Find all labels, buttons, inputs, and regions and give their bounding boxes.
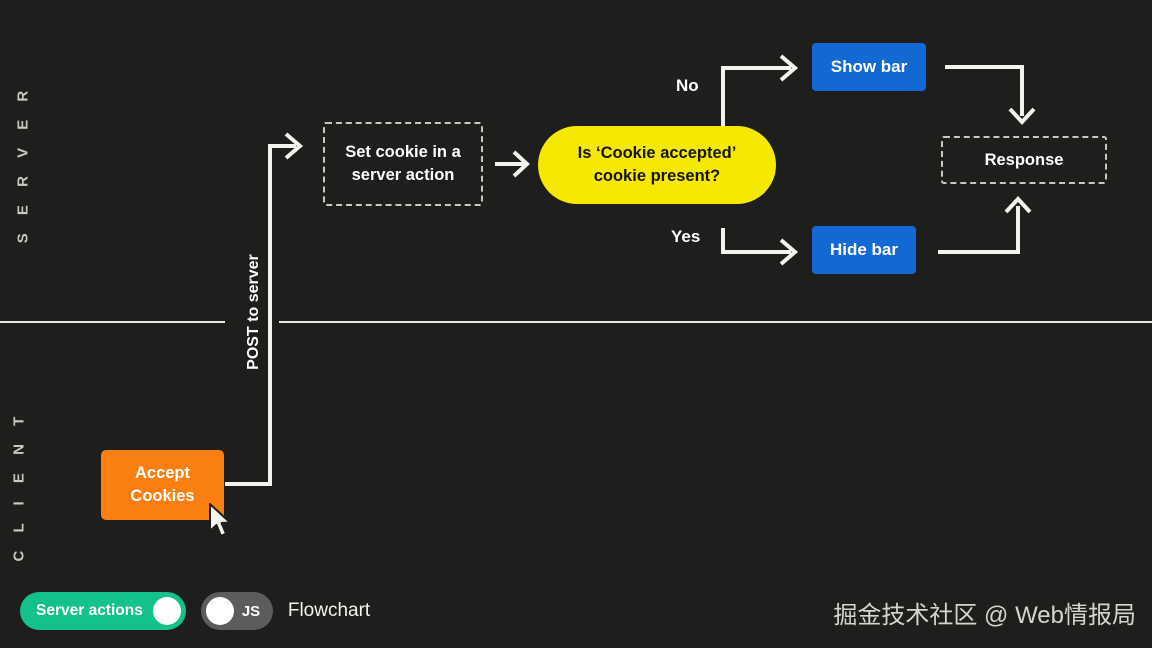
bottom-toolbar: Server actions JS Flowchart [20, 592, 370, 630]
toggle-js-label: JS [241, 602, 261, 620]
arrowhead-to-hide-bar [779, 238, 799, 266]
node-set-cookie-in-server-action: Set cookie in a server action [323, 122, 483, 206]
node-set-cookie-line2: server action [351, 166, 455, 184]
flowchart-caption: Flowchart [287, 600, 371, 621]
node-decision-line2: cookie present? [593, 167, 721, 185]
node-hide-bar-label: Hide bar [829, 240, 899, 259]
edge-label-yes: Yes [671, 227, 701, 246]
edge-label-post-to-server: POST to server [245, 254, 262, 370]
node-accept-cookies-line1: Accept [134, 464, 191, 483]
node-show-bar: Show bar [812, 43, 926, 91]
lane-label-server: S E R V E R [14, 83, 32, 244]
toggle-server-actions[interactable]: Server actions [20, 592, 186, 630]
arrowhead-to-decision [512, 150, 530, 178]
arrowhead-hidebar-response [1004, 196, 1032, 214]
edge-showbar-to-response [945, 65, 1024, 116]
lane-divider-right [279, 321, 1152, 323]
node-response: Response [941, 136, 1107, 184]
edge-hidebar-to-response [938, 206, 1020, 254]
lane-label-client: C L I E N T [10, 409, 28, 562]
arrowhead-showbar-response [1008, 107, 1036, 125]
edge-yes-branch [721, 228, 791, 254]
node-hide-bar: Hide bar [812, 226, 916, 274]
node-accept-cookies-line2: Cookies [130, 487, 195, 505]
mouse-cursor-icon [209, 503, 231, 537]
toggle-js-knob[interactable] [205, 597, 234, 625]
toggle-server-actions-label: Server actions [36, 602, 143, 619]
arrowhead-post-to-server [284, 132, 304, 160]
edge-label-no: No [676, 76, 699, 95]
watermark-text: 掘金技术社区 @ Web情报局 [833, 602, 1136, 629]
node-set-cookie-line1: Set cookie in a [345, 143, 461, 162]
node-show-bar-label: Show bar [830, 57, 908, 76]
lane-divider-left [0, 321, 225, 323]
toggle-js[interactable]: JS [200, 592, 273, 630]
node-accept-cookies-button[interactable]: Accept Cookies [101, 450, 224, 520]
node-response-label: Response [984, 150, 1064, 169]
node-decision-cookie-present: Is ‘Cookie accepted’ cookie present? [538, 126, 776, 204]
node-decision-line1: Is ‘Cookie accepted’ [577, 144, 737, 163]
toggle-server-actions-knob[interactable] [152, 597, 181, 625]
arrowhead-to-show-bar [779, 54, 799, 82]
